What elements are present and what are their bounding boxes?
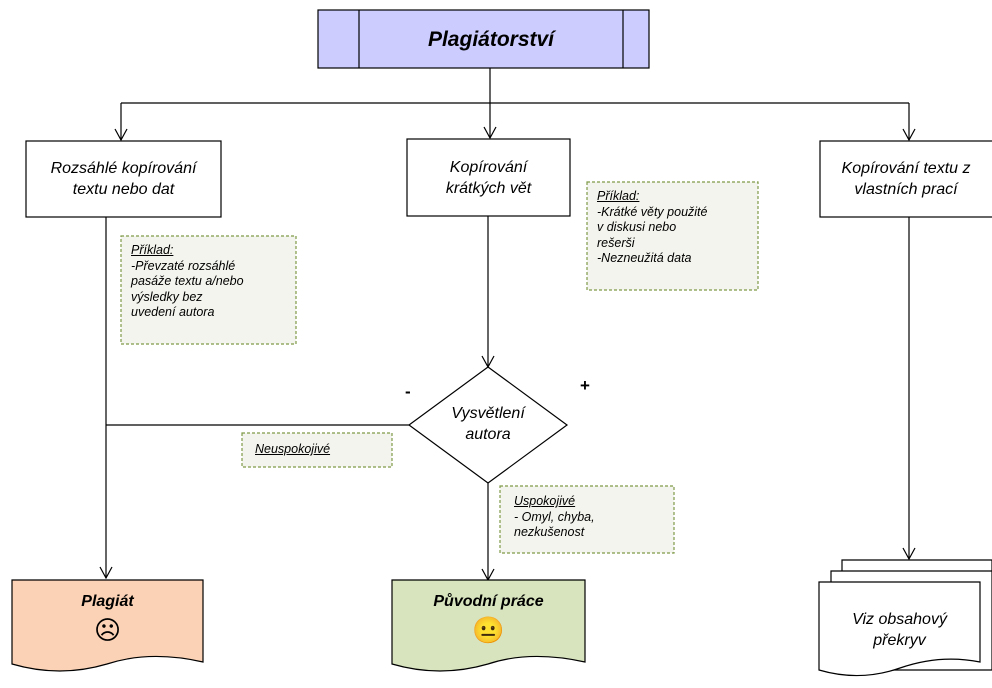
branch-middle-line2: krátkých vět xyxy=(445,179,532,197)
original-work-document-shape xyxy=(391,579,586,672)
note-left: Příklad: -Převzaté rozsáhlé pasáže textu… xyxy=(131,243,296,321)
note-middle: Příklad: -Krátké věty použité v diskusi … xyxy=(597,189,757,267)
note-left-line: -Převzaté rozsáhlé xyxy=(131,258,236,273)
decision-diamond xyxy=(407,366,569,484)
note-left-line: pasáže textu a/nebo xyxy=(131,274,244,288)
note-left-line: výsledky bez xyxy=(131,289,203,304)
note-box-middle xyxy=(586,181,759,291)
note-middle-line: -Krátké věty použité xyxy=(597,204,708,219)
note-box-left xyxy=(120,235,297,345)
neutral-face-icon: 😐 xyxy=(472,614,505,645)
frown-face-icon: ☹ xyxy=(93,614,122,645)
flow-lines xyxy=(99,216,916,582)
note-middle-line: v diskusi nebo xyxy=(597,220,677,234)
plagiat-document-shape xyxy=(11,579,204,672)
overlap-line2: překryv xyxy=(873,632,926,649)
plus-sign: + xyxy=(580,376,590,395)
note-positive: Uspokojivé - Omyl, chyba, nezkušenost xyxy=(514,494,672,541)
branch-right-line2: vlastních prací xyxy=(854,181,958,198)
branch-label-left: Rozsáhlé kopírování textu nebo dat xyxy=(26,141,221,217)
note-left-heading: Příklad: xyxy=(131,243,174,257)
branch-middle-line1: Kopírování xyxy=(449,158,528,176)
original-label: Původní práce xyxy=(433,592,544,610)
note-negative: Neuspokojivé xyxy=(255,442,390,458)
note-positive-line: - Omyl, chyba, xyxy=(514,509,595,524)
branch-box-left xyxy=(25,140,222,218)
note-positive-line: nezkušenost xyxy=(514,525,585,539)
outcome-overlap: Viz obsahový překryv xyxy=(819,600,980,660)
note-middle-line: -Nezneužitá data xyxy=(597,251,692,265)
decision-label: Vysvětlení autora xyxy=(430,395,546,453)
branch-left-line1: Rozsáhlé kopírování xyxy=(50,160,197,177)
title-connectors xyxy=(114,68,916,142)
branch-box-right xyxy=(819,140,992,218)
branch-box-middle xyxy=(406,138,571,217)
note-left-line: uvedení autora xyxy=(131,305,215,319)
outcome-plagiat: Plagiát ☹ xyxy=(12,584,203,650)
note-box-positive xyxy=(499,485,675,554)
branch-right-line1: Kopírování textu z xyxy=(841,160,971,177)
branch-label-middle: Kopírování krátkých vět xyxy=(407,139,570,216)
decision-line1: Vysvětlení xyxy=(451,405,525,422)
note-negative-heading: Neuspokojivé xyxy=(255,442,331,456)
note-positive-heading: Uspokojivé xyxy=(514,494,576,508)
outcome-original: Původní práce 😐 xyxy=(392,584,585,650)
branch-left-line2: textu nebo dat xyxy=(72,181,175,198)
note-middle-line: rešerši xyxy=(597,235,635,250)
overlap-multidocument-shape xyxy=(818,559,992,677)
title-box xyxy=(317,9,650,69)
overlap-line1: Viz obsahový xyxy=(852,611,947,628)
note-box-negative xyxy=(241,432,393,468)
title-text: Plagiátorství xyxy=(427,27,555,51)
note-middle-heading: Příklad: xyxy=(597,189,640,203)
diagram-title: Plagiátorství xyxy=(359,10,623,68)
plagiat-label: Plagiát xyxy=(81,592,134,610)
minus-sign: - xyxy=(405,382,411,401)
decision-line2: autora xyxy=(465,426,511,443)
branch-label-right: Kopírování textu z vlastních prací xyxy=(820,141,992,217)
